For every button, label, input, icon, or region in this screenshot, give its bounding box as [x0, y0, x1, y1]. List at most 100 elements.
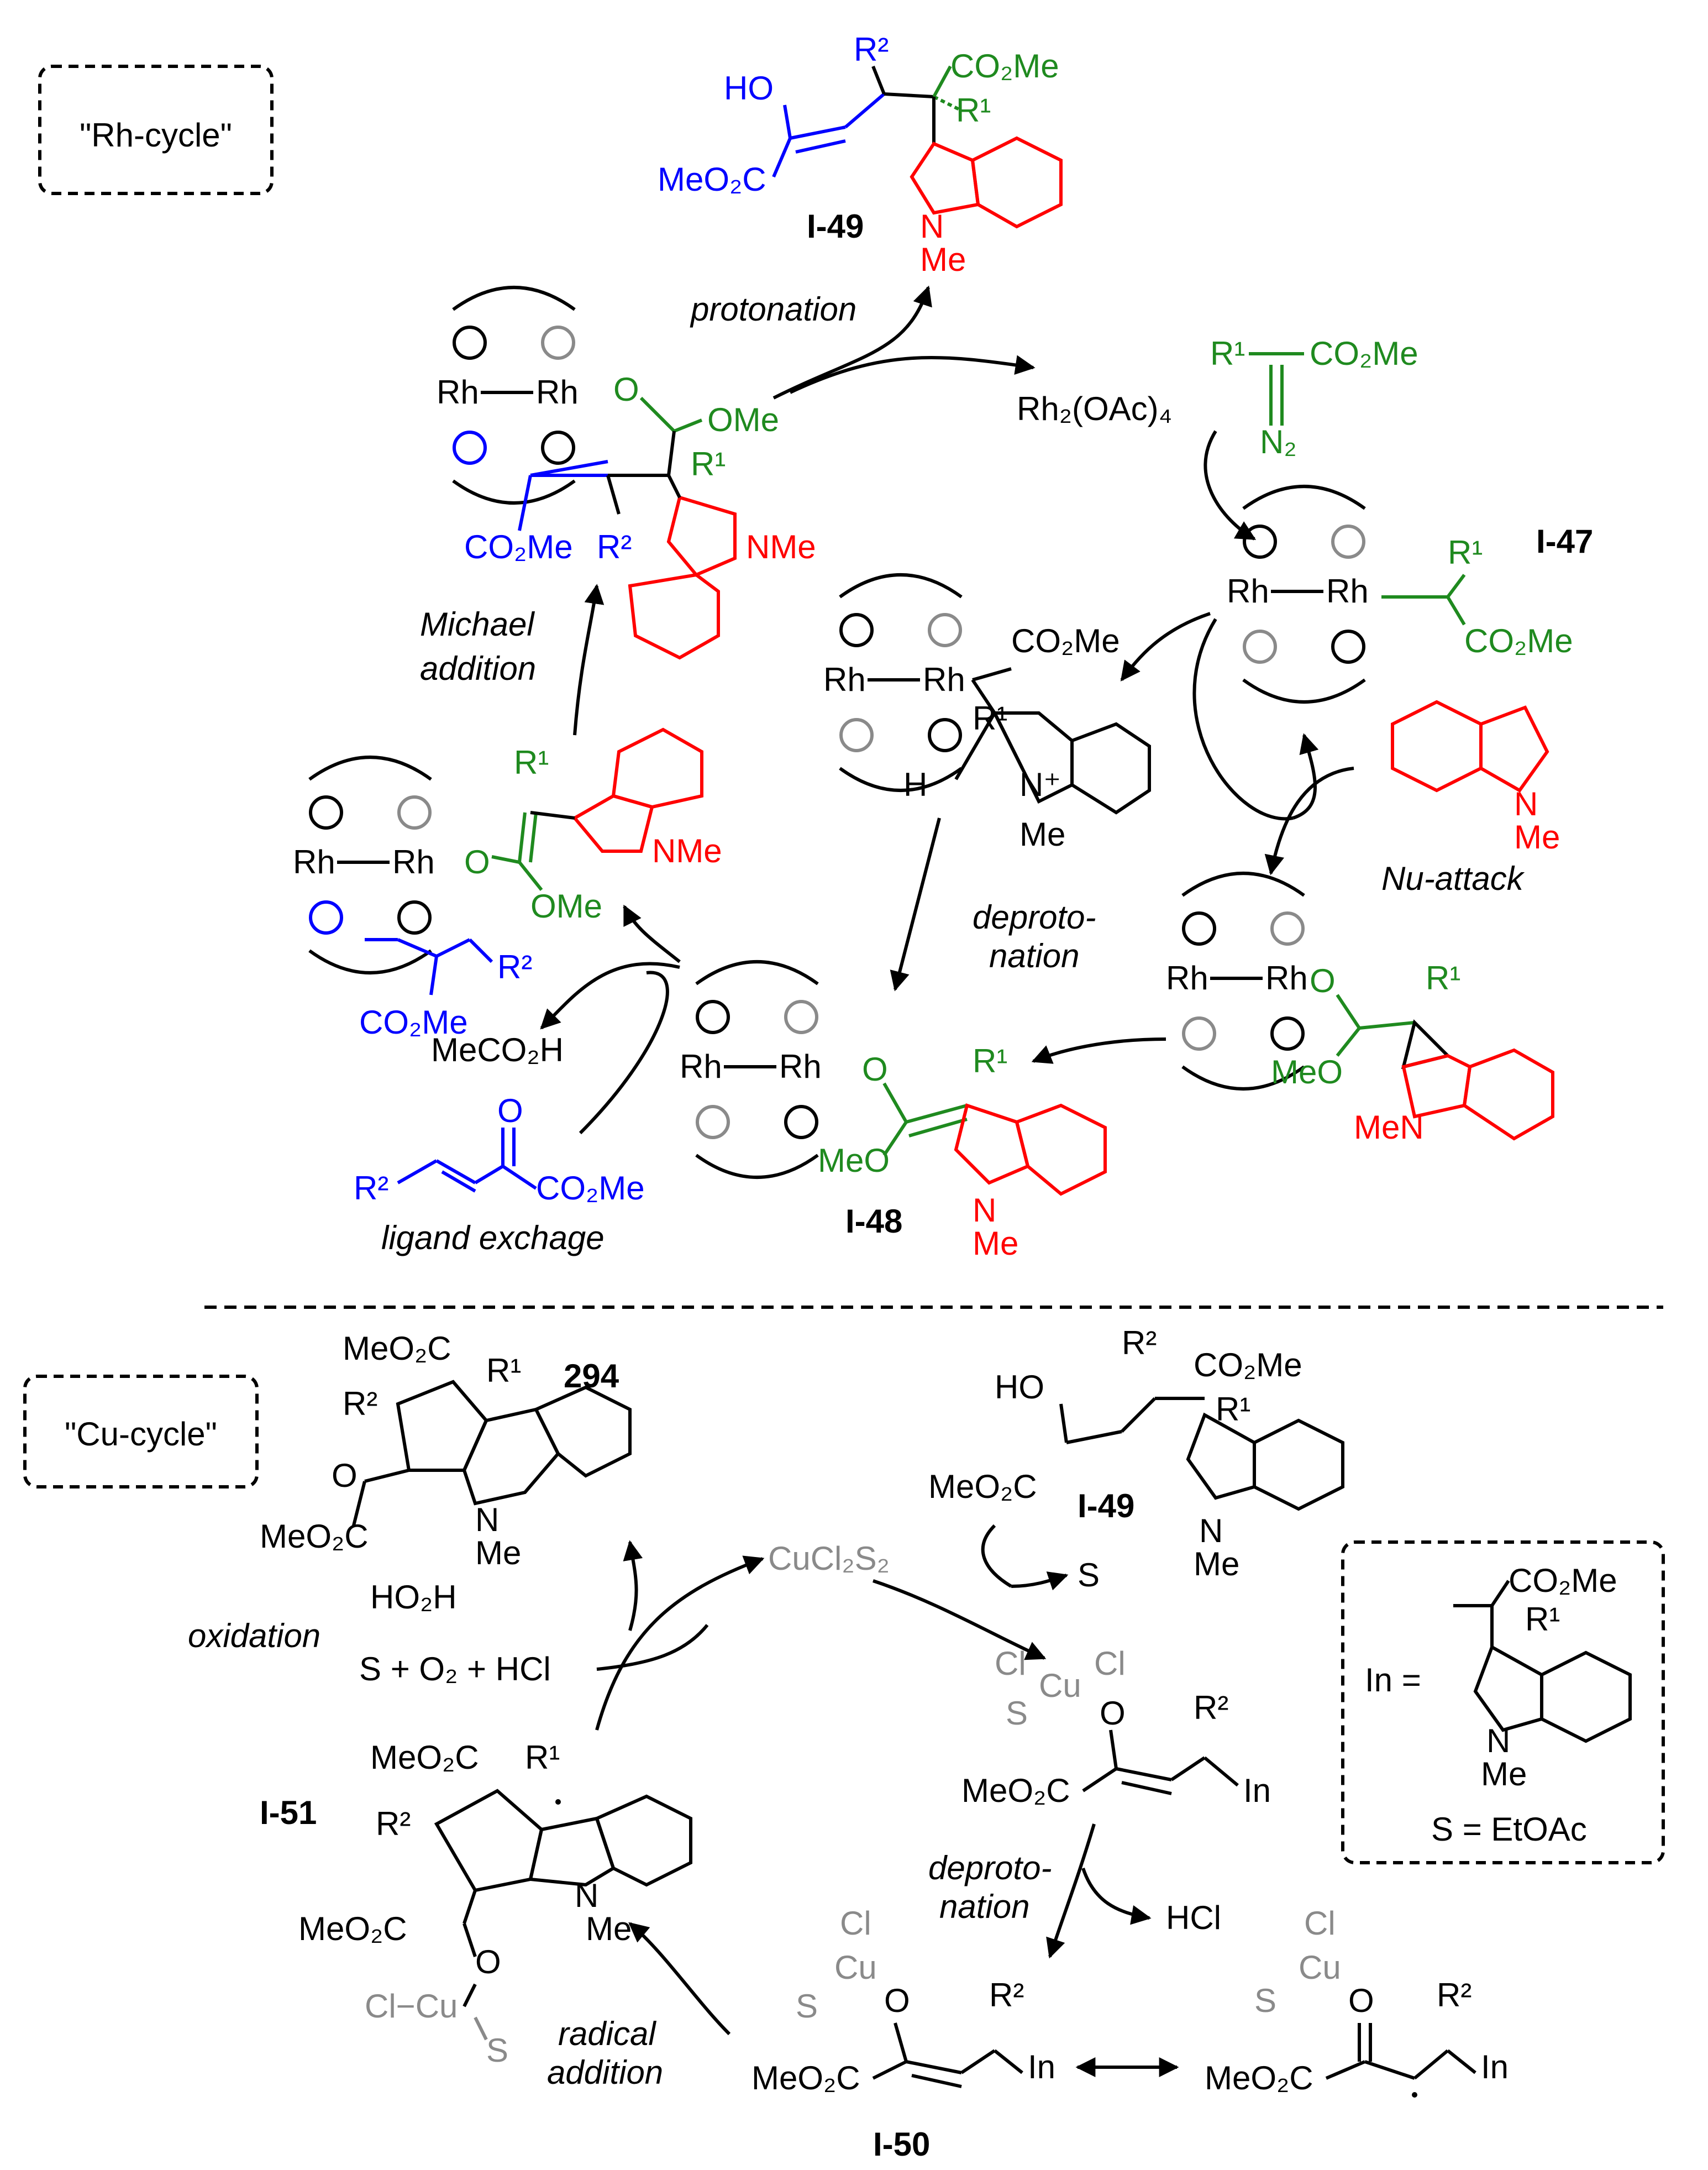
scheme-text: S	[1006, 1695, 1028, 1732]
scheme-text: MeO₂C	[343, 1330, 451, 1367]
scheme-text: O	[613, 371, 639, 408]
scheme-text: Cl	[840, 1905, 871, 1942]
scheme-text: R²	[497, 948, 532, 986]
scheme-text: R²	[1437, 1977, 1471, 2014]
atom-meo2c: MeO₂C	[658, 161, 766, 198]
scheme-text: R¹	[1426, 960, 1460, 997]
scheme-text: S	[486, 2032, 508, 2069]
scheme-text: N⁺	[1019, 766, 1061, 803]
scheme-text: S = EtOAc	[1431, 1811, 1587, 1848]
scheme-text: MeO₂C	[1205, 2059, 1313, 2096]
product-294: MeO₂C R¹ 294 R² O MeO₂C N Me HO₂H	[260, 1330, 632, 1616]
arrow-protonation	[772, 285, 932, 400]
scheme-text: I-49	[1078, 1487, 1134, 1524]
scheme-text: Rh	[536, 374, 579, 411]
scheme-text: MeO₂C	[751, 2059, 860, 2096]
reagent-cucl2s2: CuCl₂S₂	[768, 1540, 890, 1577]
step-nu-attack: Nu-attack	[1381, 860, 1525, 897]
rh-dimer-zwitterion: Rh Rh	[823, 573, 965, 792]
indole-reagent: N Me	[1391, 700, 1560, 856]
scheme-text: CO₂Me	[464, 528, 573, 565]
label-I49: I-49	[807, 208, 864, 245]
scheme-text: MeO₂C	[928, 1468, 1037, 1505]
scheme-text: In	[1481, 2048, 1509, 2085]
scheme-text: R²	[354, 1170, 388, 1207]
scheme-text: CO₂Me	[359, 1004, 468, 1041]
step-protonation: protonation	[690, 291, 856, 328]
scheme-text: In =	[1365, 1661, 1421, 1699]
scheme-text: MeO₂C	[298, 1910, 407, 1947]
scheme-text: O	[1348, 1982, 1374, 2019]
scheme-text: S	[796, 1988, 818, 2025]
scheme-text: Me	[1019, 816, 1065, 853]
step-radical-1: radical	[558, 2015, 656, 2052]
rh-dimer-I47: Rh Rh	[1227, 485, 1369, 704]
scheme-text: Me	[1514, 819, 1560, 856]
scheme-text: Rh	[437, 374, 479, 411]
reagent-oxidant: S + O₂ + HCl	[359, 1650, 551, 1687]
scheme-text: Cl	[995, 1645, 1026, 1682]
scheme-text: Rh	[1265, 960, 1308, 997]
scheme-text: CO₂Me	[1509, 1562, 1617, 1599]
scheme-text: Rh	[779, 1048, 822, 1085]
rh-cycle-box	[38, 65, 274, 195]
atom-me: Me	[920, 241, 966, 278]
scheme-text: Rh	[923, 661, 965, 698]
atom-ho: HO	[724, 70, 774, 107]
scheme-text: CO₂Me	[1310, 335, 1418, 372]
cu-complex: Cl Cu Cl S O R² MeO₂C In	[961, 1645, 1271, 1809]
scheme-text: N	[1514, 785, 1538, 822]
scheme-text: CO₂Me	[536, 1170, 645, 1207]
scheme-text: N	[1199, 1512, 1223, 1549]
step-oxidation: oxidation	[188, 1617, 320, 1654]
scheme-text: H	[903, 766, 927, 803]
scheme-text: OMe	[707, 401, 779, 438]
scheme-text: MeO	[818, 1142, 890, 1179]
scheme-text: Rh	[1326, 573, 1369, 610]
scheme-text: O	[332, 1457, 358, 1494]
rh-dimer-michael-adduct: Rh Rh	[437, 286, 579, 505]
scheme-text: O	[884, 1982, 910, 2019]
label-I48: I-48	[845, 1203, 902, 1240]
scheme-text: O	[464, 843, 490, 880]
cu-deproto-2: nation	[939, 1888, 1029, 1925]
label-I50: I-50	[873, 2126, 930, 2163]
scheme-text: R²	[1122, 1324, 1157, 1361]
scheme-text: Cl	[1304, 1905, 1336, 1942]
scheme-text: OMe	[530, 888, 602, 925]
scheme-text: In	[1028, 2048, 1055, 2085]
scheme-text: R¹	[486, 1352, 521, 1389]
scheme-text: MeN	[1354, 1109, 1424, 1146]
scheme-text: HO₂H	[370, 1579, 457, 1616]
scheme-text: Rh	[680, 1048, 722, 1085]
cu-deproto-1: deproto-	[928, 1849, 1052, 1886]
cu-cycle-label: "Cu-cycle"	[65, 1416, 217, 1453]
cu-cycle-box	[23, 1375, 259, 1488]
scheme-text: Me	[973, 1225, 1018, 1262]
scheme-text: O	[1310, 962, 1336, 999]
scheme-text: Rh	[823, 661, 866, 698]
I49-cu: HO R² CO₂Me R¹ MeO₂C I-49 N Me	[928, 1324, 1344, 1582]
I50-radical: Cl Cu S O R² MeO₂C In	[1205, 1905, 1509, 2098]
scheme-text: MeO₂C	[260, 1518, 369, 1555]
step-michael-1: Michael	[420, 606, 535, 643]
legend-in: CO₂Me R¹ In = N Me S = EtOAc	[1365, 1562, 1632, 1848]
scheme-text: MeO₂C	[370, 1739, 479, 1776]
scheme-text: R²	[1194, 1689, 1228, 1726]
scheme-text: R¹	[691, 445, 726, 483]
scheme-text: HO	[995, 1369, 1044, 1406]
scheme-text: N₂	[1260, 423, 1297, 460]
scheme-text: Cl	[1094, 1645, 1126, 1682]
I50-enolate: Cl Cu S O R² MeO₂C In	[751, 1905, 1055, 2096]
scheme-text: R¹	[973, 1042, 1007, 1079]
scheme-text: R¹	[1216, 1391, 1250, 1428]
scheme-text: NMe	[746, 528, 816, 565]
scheme-text: R¹	[525, 1739, 560, 1776]
step-michael-2: addition	[420, 650, 536, 687]
diazo-reagent: R¹ CO₂Me N₂	[1210, 335, 1418, 460]
scheme-text: Rh	[1166, 960, 1208, 997]
I47-r1: R¹	[1448, 534, 1483, 571]
scheme-text: Rh	[392, 843, 435, 880]
scheme-text: N	[973, 1192, 996, 1229]
